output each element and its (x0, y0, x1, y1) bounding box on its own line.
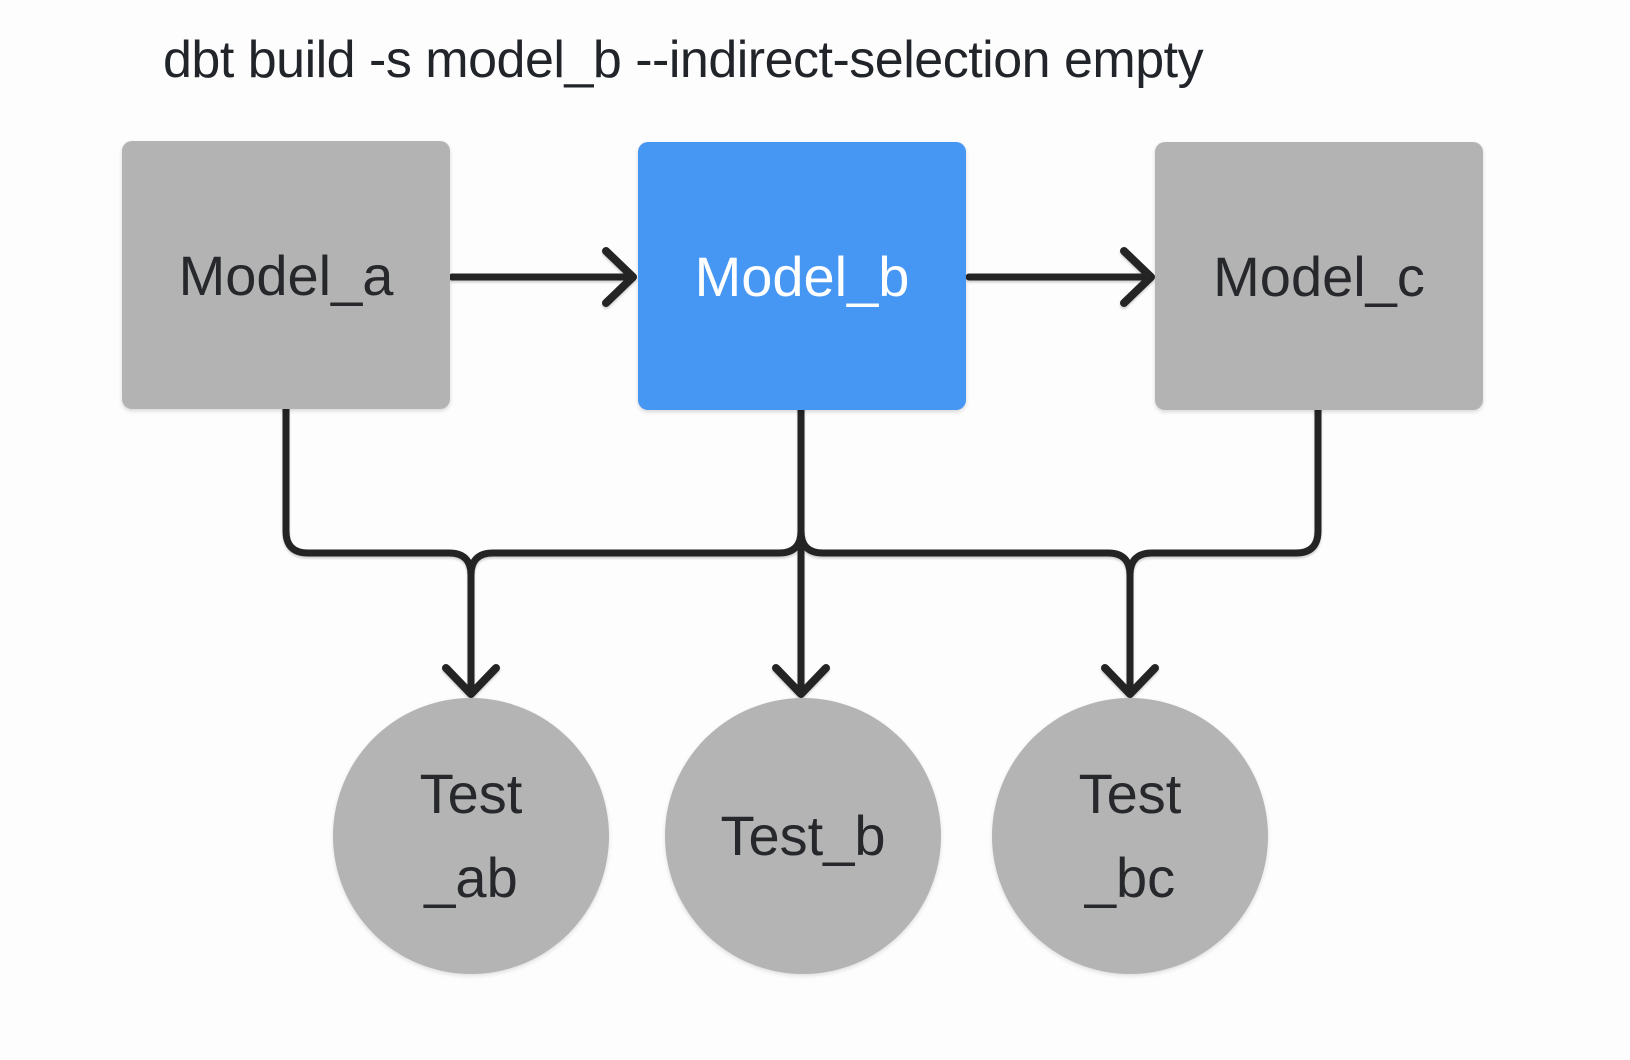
node-test-bc-label-line2: _bc (1084, 846, 1176, 909)
edge-model-b-to-test-ab (467, 404, 805, 694)
diagram-title: dbt build -s model_b --indirect-selectio… (163, 31, 1204, 89)
node-test-b-label-line1: Test_b (720, 804, 886, 867)
edge-model-a-to-model-b (448, 247, 637, 307)
arrowhead-down-icon (1101, 664, 1159, 698)
node-model-b-label: Model_b (694, 244, 910, 308)
node-model-a-label: Model_a (178, 243, 394, 307)
node-model-c-label: Model_c (1213, 244, 1425, 308)
node-model-b-selected: Model_b (638, 142, 966, 410)
arrowhead-right-icon (1120, 247, 1155, 307)
node-test-bc-label-line1: Test (1078, 762, 1182, 825)
edge-model-b-to-model-c (965, 247, 1155, 307)
arrowhead-down-icon (772, 664, 830, 698)
node-test-bc: Test _bc (992, 698, 1268, 974)
node-model-c: Model_c (1155, 142, 1483, 410)
node-test-ab-label-line1: Test (419, 762, 523, 825)
edge-model-c-to-test-bc (1126, 403, 1322, 694)
node-test-ab: Test _ab (333, 698, 609, 974)
node-test-b: Test_b (665, 698, 941, 974)
edge-model-b-to-test-bc (797, 404, 1134, 694)
edge-model-a-to-test-ab (282, 403, 475, 694)
arrowhead-right-icon (602, 247, 637, 307)
arrowhead-down-icon (442, 664, 500, 698)
node-model-a: Model_a (122, 141, 450, 409)
node-test-ab-label-line2: _ab (424, 846, 518, 909)
